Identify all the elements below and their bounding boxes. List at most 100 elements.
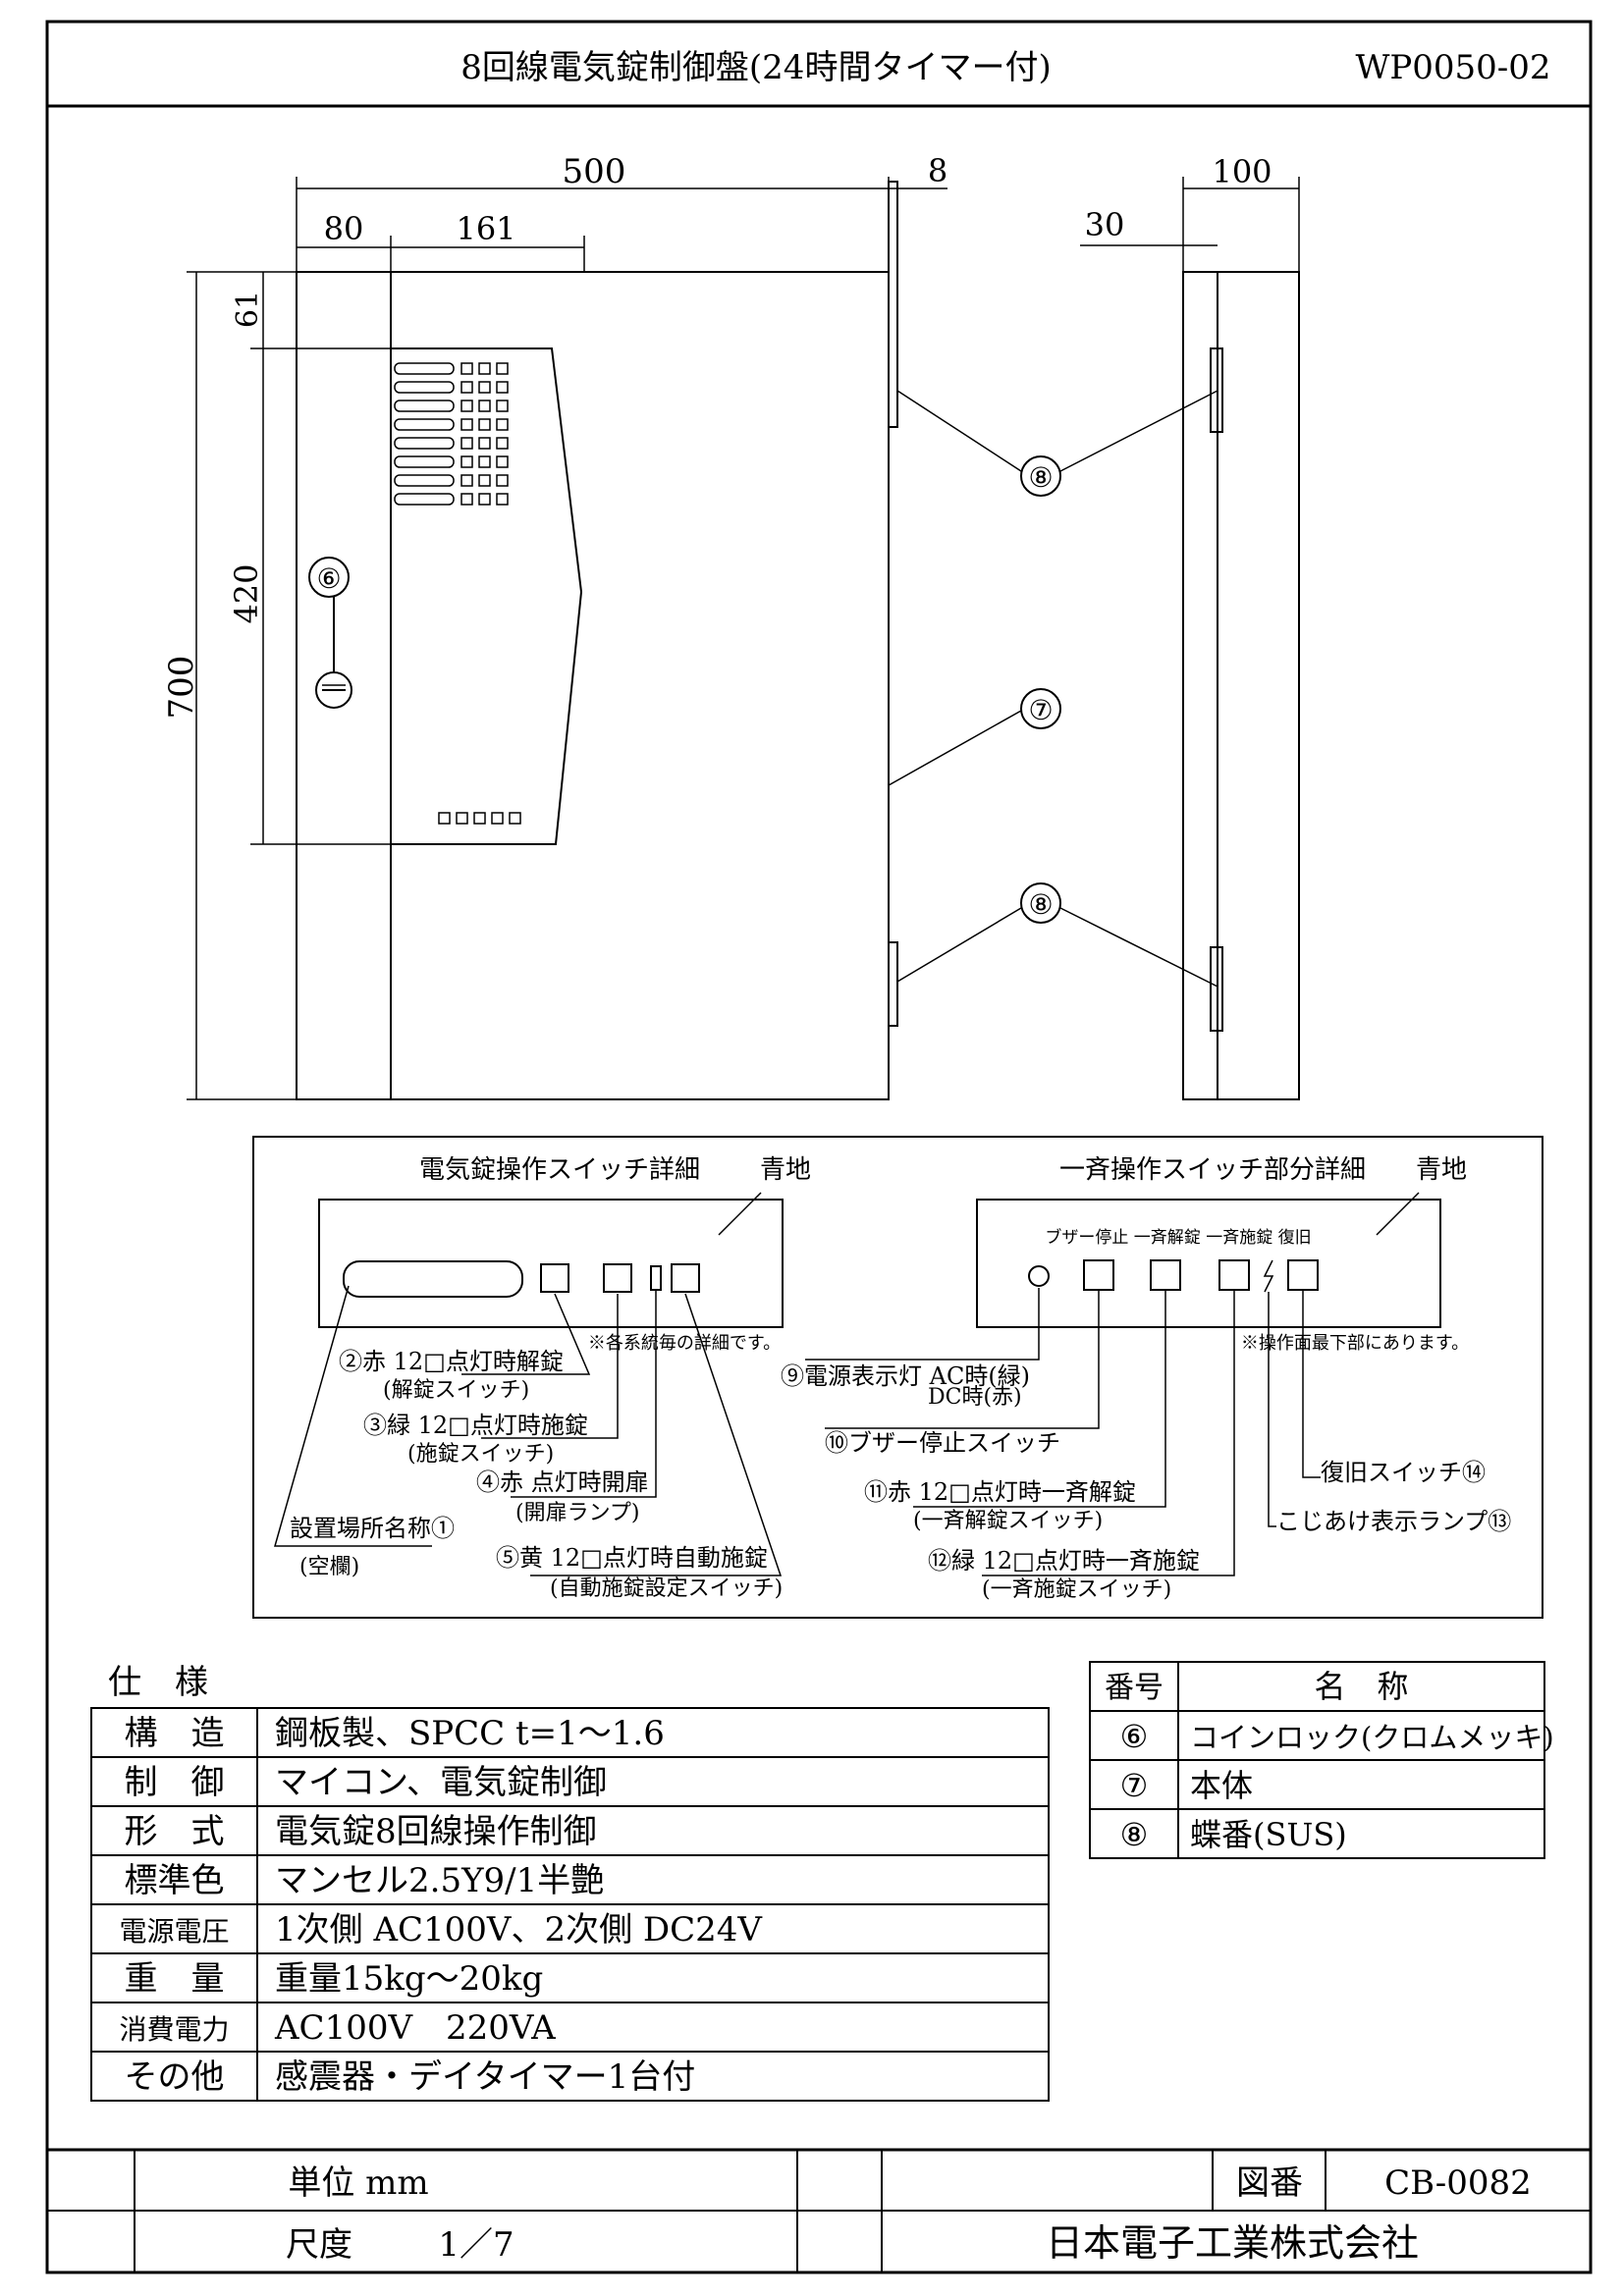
label-11: ⑪赤 12□点灯時一斉解錠 (864, 1478, 1136, 1506)
dim-500: 500 (563, 152, 626, 191)
callout-7-circle (1020, 688, 1061, 729)
indicator-slot (394, 437, 455, 450)
tamper-lamp-icon (1263, 1259, 1274, 1293)
indicator-lamp (496, 400, 509, 412)
spec-label: 消費電力 (119, 2013, 229, 2046)
label-4: ④赤 点灯時開扉 (476, 1468, 649, 1496)
company-name: 日本電子工業株式会社 (1046, 2221, 1419, 2265)
indicator-lamp (478, 362, 491, 375)
spec-value: マイコン、電気錠制御 (275, 1763, 607, 1802)
label-1: 設置場所名称① (290, 1515, 455, 1542)
group-detail-title: 一斉操作スイッチ部分詳細 (1059, 1155, 1366, 1185)
unlock-switch (540, 1263, 569, 1293)
dim-61: 61 (231, 291, 265, 328)
spec-value: 重量15kg～20kg (275, 1959, 543, 1999)
lock-switch (603, 1263, 632, 1293)
spec-label: 制 御 (125, 1763, 225, 1802)
parts-header-num: 番号 (1105, 1671, 1164, 1705)
switch-detail-bg-note: 青地 (760, 1155, 811, 1185)
front-dimensions: 500 80 161 700 61 420 (162, 152, 890, 1100)
part-number: ⑦ (1120, 1767, 1149, 1804)
dim-700: 700 (162, 656, 201, 720)
label-3-sub: (施錠スイッチ) (407, 1442, 554, 1467)
label-13: こじあけ表示ランプ⑬ (1276, 1508, 1511, 1535)
part-name: 蝶番(SUS) (1190, 1816, 1347, 1853)
indicator-lamp (460, 474, 473, 487)
group-detail-bg-note: 青地 (1416, 1155, 1467, 1185)
indicator-lamp (460, 455, 473, 468)
indicator-lamp (478, 381, 491, 394)
switch-panel (318, 1199, 784, 1328)
front-view: ⑥ (296, 271, 890, 1100)
dim-30: 30 (1085, 206, 1125, 243)
bottom-button-row (438, 812, 521, 825)
callout-8-bottom-circle (1020, 882, 1061, 924)
title-block: 単位 mm 尺度 1／7 図番 CB-0082 日本電子工業株式会社 (47, 2148, 1591, 2272)
led-indicator-grid (394, 362, 509, 506)
dim-100: 100 (1212, 153, 1272, 190)
indicator-lamp (496, 381, 509, 394)
drawing-no: CB-0082 (1384, 2163, 1532, 2203)
part-number: ⑥ (1120, 1718, 1149, 1755)
label-12: ⑫緑 12□点灯時一斉施錠 (928, 1547, 1200, 1575)
detail-frame (252, 1136, 1543, 1619)
indicator-slot (394, 474, 455, 487)
label-10: ⑩ブザー停止スイッチ (825, 1429, 1060, 1457)
indicator-lamp (496, 474, 509, 487)
indicator-lamp (496, 437, 509, 450)
label-2-sub: (解錠スイッチ) (383, 1378, 529, 1403)
spec-label: 構 造 (125, 1714, 225, 1753)
label-9-sub: DC時(赤) (928, 1385, 1022, 1410)
spec-label: 標準色 (125, 1861, 225, 1900)
group-panel (976, 1199, 1441, 1328)
parts-header-name: 名 称 (1314, 1668, 1408, 1705)
switch-detail-title: 電気錠操作スイッチ詳細 (419, 1155, 700, 1185)
indicator-lamp (460, 493, 473, 506)
location-name-plate (343, 1260, 523, 1298)
label-3: ③緑 12□点灯時施錠 (363, 1412, 588, 1439)
spec-heading: 仕 様 (108, 1663, 208, 1702)
buzzer-stop-switch (1083, 1259, 1114, 1291)
part-name: 本体 (1190, 1767, 1253, 1804)
scale-label: 尺度 (286, 2225, 352, 2265)
drawing-no-label: 図番 (1236, 2163, 1303, 2203)
door-edge: 8 (888, 152, 947, 1027)
group-unlock-switch (1150, 1259, 1181, 1291)
label-14: 復旧スイッチ⑭ (1321, 1459, 1486, 1486)
side-hinge-bottom (1210, 946, 1223, 1032)
spec-label: 電源電圧 (119, 1915, 229, 1948)
callout-8-bottom: ⑧ (1028, 888, 1053, 921)
indicator-lamp (496, 418, 509, 431)
bottom-button (473, 812, 486, 825)
part-name: コインロック(クロムメッキ) (1190, 1721, 1554, 1754)
unit-label: 単位 mm (288, 2163, 428, 2203)
indicator-slot (394, 362, 455, 375)
indicator-lamp (460, 400, 473, 412)
part-number: ⑧ (1120, 1816, 1149, 1853)
spec-label: その他 (125, 2057, 225, 2097)
cabinet-front-outline (296, 271, 890, 1100)
indicator-lamp (478, 455, 491, 468)
label-5: ⑤黄 12□点灯時自動施錠 (496, 1544, 768, 1572)
spec-label: 形 式 (125, 1812, 225, 1851)
callout-6: ⑥ (316, 562, 341, 595)
power-lamp (1028, 1265, 1050, 1287)
group-lock-switch (1218, 1259, 1250, 1291)
callout-7: ⑦ (1028, 694, 1053, 726)
dim-8: 8 (928, 152, 947, 189)
operation-panel-outline (391, 347, 583, 845)
spec-table: 構 造鋼板製、SPCC t=1～1.6制 御マイコン、電気錠制御形 式電気錠8回… (90, 1707, 1050, 2102)
indicator-slot (394, 381, 455, 394)
open-lamp (650, 1265, 662, 1291)
spec-value: 鋼板製、SPCC t=1～1.6 (275, 1714, 665, 1753)
dim-80: 80 (324, 210, 364, 247)
switch-detail: 電気錠操作スイッチ詳細 青地 ※各系統毎の詳細です。 ②赤 12□点灯時解錠 (… (274, 1155, 811, 1601)
spec-value: 1次側 AC100V、2次側 DC24V (275, 1910, 763, 1949)
dim-161: 161 (456, 210, 515, 247)
label-4-sub: (開扉ランプ) (515, 1501, 640, 1525)
scale-value: 1／7 (438, 2225, 514, 2265)
indicator-lamp (460, 418, 473, 431)
callout-6-circle (308, 557, 350, 598)
indicator-lamp (478, 418, 491, 431)
